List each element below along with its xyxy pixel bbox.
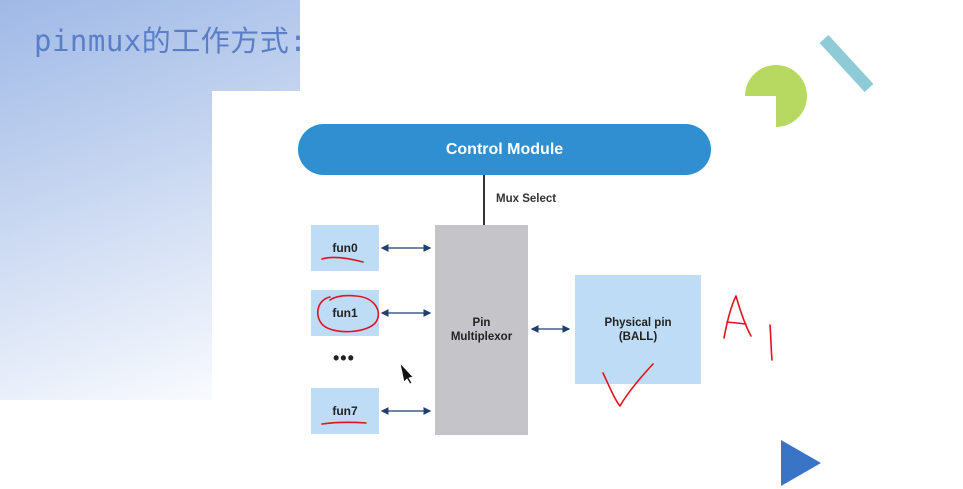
- fun7-label: fun7: [332, 404, 358, 418]
- handwritten-1-mark: [769, 324, 773, 361]
- physical-pin-line1: Physical pin: [604, 316, 672, 329]
- arrow-cursor-icon: [399, 361, 414, 385]
- pin-multiplexor-box: Pin Multiplexor: [435, 225, 528, 435]
- red-annotations: [317, 256, 773, 425]
- slide-title: pinmux的工作方式:: [34, 24, 308, 58]
- fun7-box: fun7: [311, 388, 379, 434]
- mux-select-label: Mux Select: [496, 193, 557, 205]
- pin-multiplexor-line1: Pin: [472, 317, 491, 329]
- fun0-underline-mark: [321, 256, 364, 263]
- fun0-label: fun0: [332, 241, 358, 255]
- fun7-underline-mark: [321, 421, 367, 425]
- mux-select-line: [483, 175, 485, 225]
- pin-multiplexor-line2: Multiplexor: [450, 331, 513, 343]
- fun1-label: fun1: [332, 306, 358, 320]
- fun1-circle-mark: [317, 294, 380, 333]
- checkmark-mark: [602, 363, 654, 407]
- physical-pin-box: Physical pin (BALL): [575, 275, 701, 384]
- ellipsis-marker: •••: [333, 348, 355, 368]
- green-pie-icon: [745, 65, 807, 127]
- physical-pin-line2: (BALL): [618, 330, 658, 343]
- teal-bar-icon: [819, 34, 874, 93]
- fun0-box: fun0: [311, 225, 379, 271]
- control-module-label: Control Module: [445, 140, 564, 158]
- play-triangle-icon: [781, 440, 821, 486]
- handwritten-a-mark: [723, 295, 752, 339]
- background-notch: [212, 91, 302, 411]
- control-module-box: Control Module: [298, 124, 711, 175]
